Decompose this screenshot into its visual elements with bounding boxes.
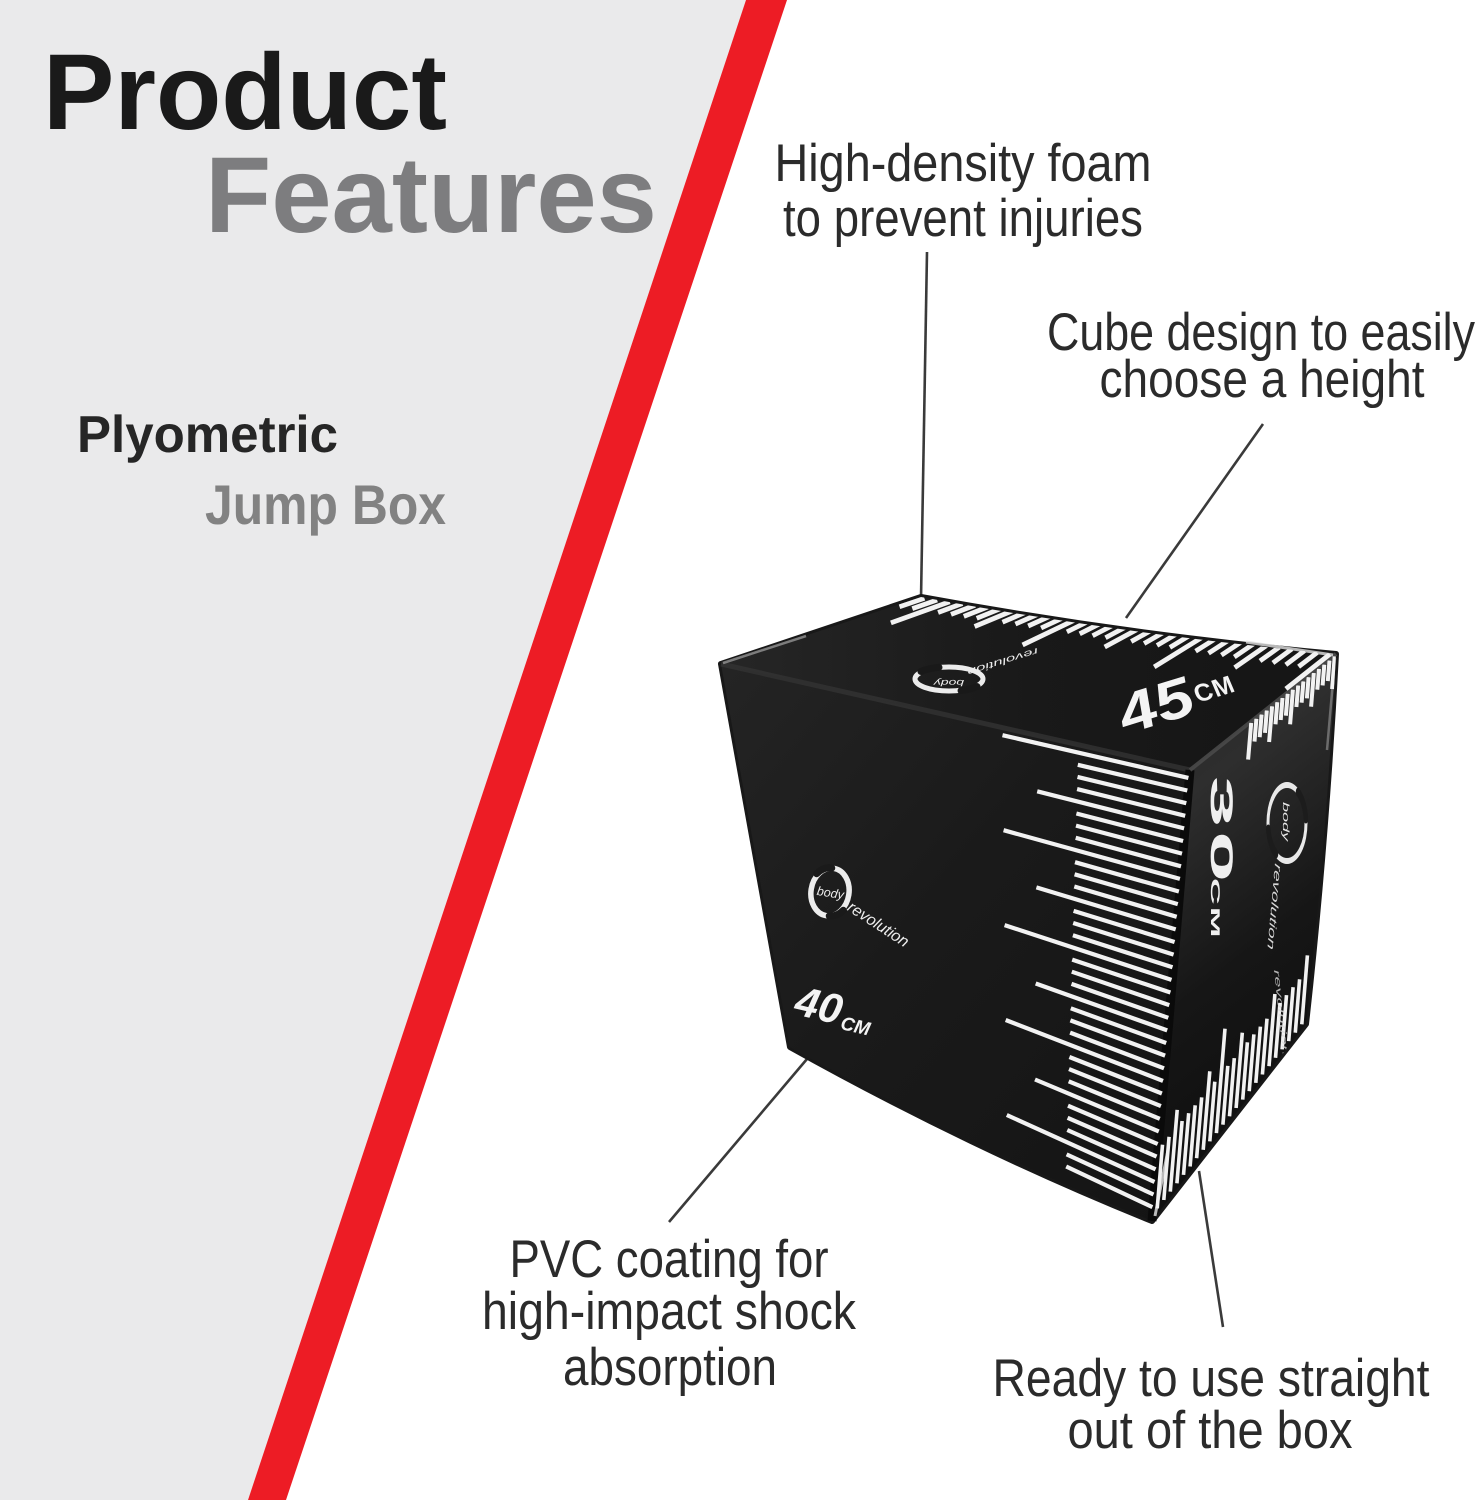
svg-text:absorption: absorption [563, 1338, 777, 1397]
svg-text:Ready to use straight: Ready to use straight [993, 1349, 1430, 1408]
svg-text:PVC coating for: PVC coating for [510, 1230, 829, 1289]
svg-text:out of the box: out of the box [1068, 1401, 1353, 1460]
svg-text:body: body [933, 678, 964, 688]
svg-text:to prevent injuries: to prevent injuries [783, 189, 1143, 248]
svg-text:Cube design to easily: Cube design to easily [1047, 303, 1475, 362]
svg-text:choose a height: choose a height [1100, 350, 1425, 409]
svg-text:body: body [1281, 802, 1291, 842]
svg-text:30: 30 [1204, 776, 1239, 886]
svg-text:Plyometric: Plyometric [77, 406, 338, 464]
svg-text:Product: Product [43, 31, 447, 152]
svg-text:Features: Features [205, 134, 657, 255]
svg-text:Jump Box: Jump Box [205, 473, 446, 536]
svg-text:High-density foam: High-density foam [775, 134, 1152, 193]
svg-text:CM: CM [1208, 878, 1222, 940]
svg-text:body: body [816, 884, 846, 902]
svg-text:high-impact shock: high-impact shock [482, 1282, 856, 1341]
